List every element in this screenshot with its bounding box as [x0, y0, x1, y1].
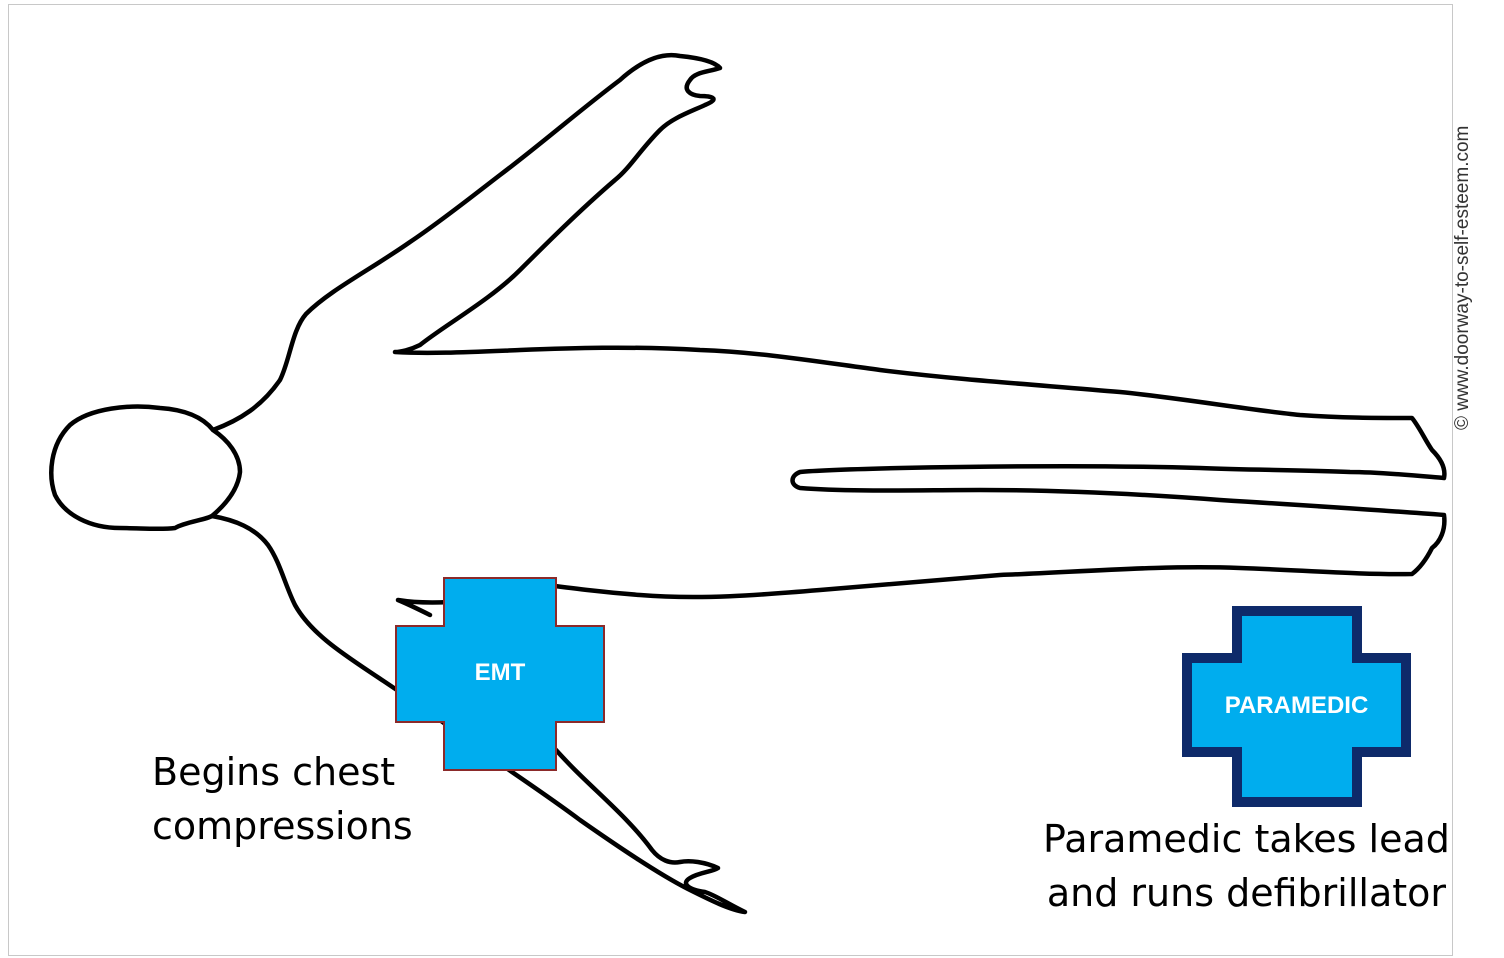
emt-caption-line-2: compressions: [152, 799, 413, 853]
paramedic-caption: Paramedic takes lead and runs defibrilla…: [1043, 812, 1450, 920]
head-outline: [51, 407, 240, 529]
paramedic-caption-line-1: Paramedic takes lead: [1043, 812, 1450, 866]
paramedic-label: PARAMEDIC: [1187, 694, 1406, 718]
copyright-watermark: © www.doorway-to-self-esteem.com: [1452, 126, 1474, 430]
paramedic-caption-line-2: and runs defibrillator: [1043, 866, 1450, 920]
emt-label: EMT: [396, 661, 604, 685]
emt-caption-line-1: Begins chest: [152, 745, 413, 799]
upper-body-outline: [213, 55, 1444, 597]
emt-caption: Begins chest compressions: [152, 745, 413, 853]
